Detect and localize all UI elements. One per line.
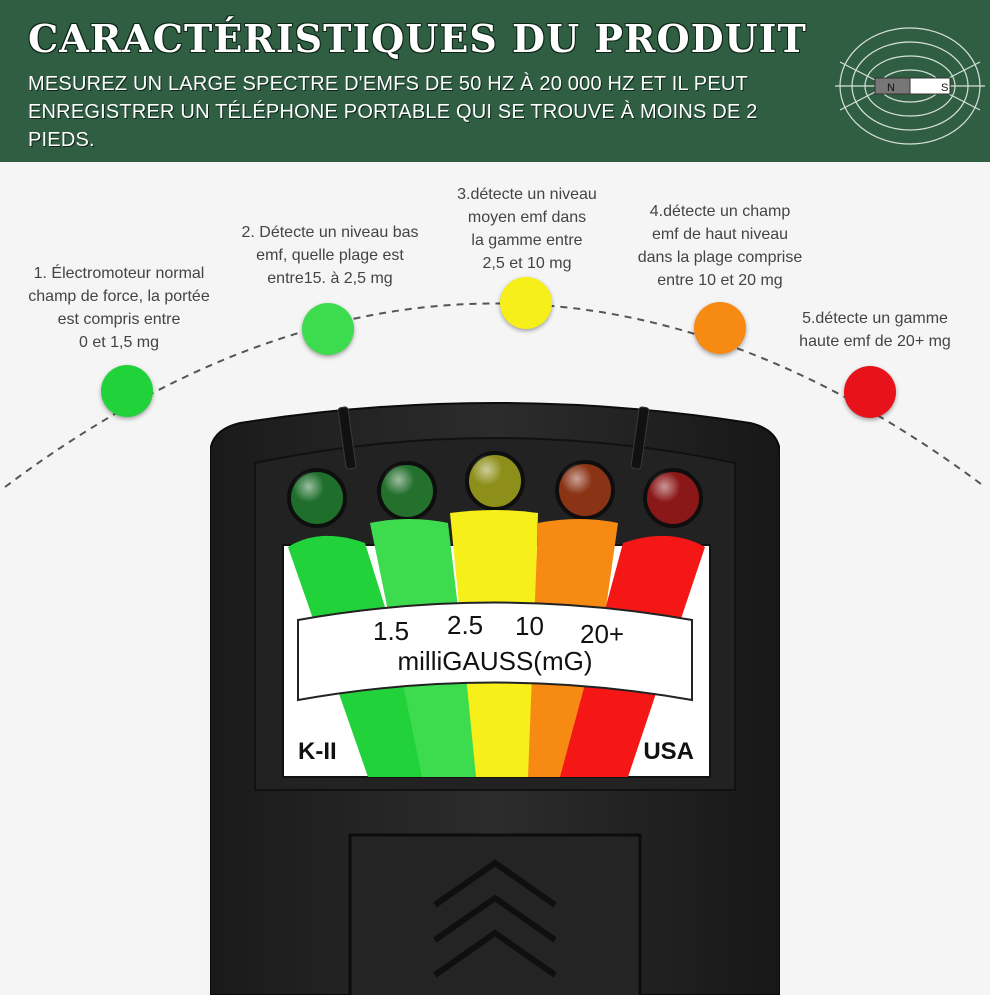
level-1-indicator [101,365,153,417]
magnet-s-label: S [941,82,948,94]
level-2-indicator [302,303,354,355]
level-3-label: 3.détecte un niveau moyen emf dans la ga… [457,186,597,272]
scale-value-2: 2.5 [447,610,483,640]
scale-band [297,601,693,702]
scale-value-4: 20+ [580,619,624,649]
header-banner: CARACTÉRISTIQUES DU PRODUIT MESUREZ UN L… [0,0,990,162]
level-2-label: 2. Détecte un niveau bas emf, quelle pla… [241,224,419,287]
brand-left-label: K-II [298,738,337,765]
level-5-indicator [844,366,896,418]
power-switch[interactable] [348,833,642,995]
emf-meter-device: 1.5 2.5 10 20+ milliGAUSS(mG) K-II USA [210,402,780,995]
header-title: CARACTÉRISTIQUES DU PRODUIT [28,16,807,61]
scale-value-3: 10 [515,611,544,641]
level-4-label: 4.détecte un champ emf de haut niveau da… [637,203,803,289]
chevron-up-icon [433,859,557,978]
meter-face: 1.5 2.5 10 20+ milliGAUSS(mG) K-II USA [282,510,711,778]
brand-right-label: USA [643,738,694,765]
led-row [287,451,703,528]
level-4-indicator [694,302,746,354]
magnet-field-icon: N S [835,27,985,145]
header-description: MESUREZ UN LARGE SPECTRE D'EMFS DE 50 HZ… [28,73,758,151]
level-1-label: 1. Électromoteur normal champ de force, … [28,265,210,351]
level-3-indicator [500,277,552,329]
level-5-label: 5.détecte un gamme haute emf de 20+ mg [799,310,951,350]
scale-value-1: 1.5 [373,616,409,646]
unit-label: milliGAUSS(mG) [398,646,593,676]
magnet-n-label: N [887,82,895,94]
